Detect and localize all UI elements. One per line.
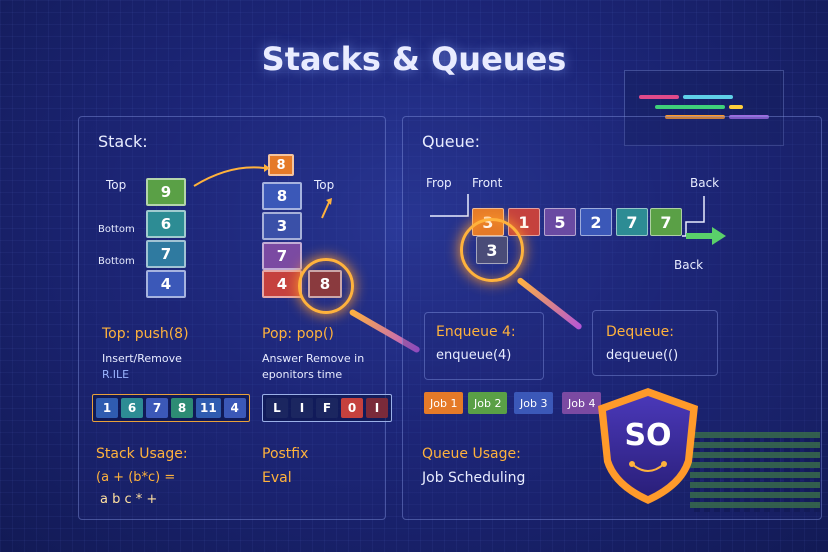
stack-usage-tokens: a b c * + xyxy=(100,492,158,507)
lifo-cell: I xyxy=(291,398,313,418)
push-sub: R.ILE xyxy=(102,368,130,381)
enqueue-code: enqueue(4) xyxy=(436,348,512,363)
job-chip: Job 3 xyxy=(514,392,554,414)
queue-item: 7 xyxy=(616,208,648,236)
push-desc: Insert/Remove xyxy=(102,352,182,365)
array-cell: 4 xyxy=(223,398,246,418)
arrow-up-icon xyxy=(321,198,332,219)
push-arrow-icon xyxy=(193,164,270,187)
job-chip: Job 4 xyxy=(562,392,602,414)
badge-shield-icon: SO xyxy=(592,384,704,508)
code-line xyxy=(665,115,725,119)
postfix-sub: Eval xyxy=(262,470,292,486)
bottom-label: Bottom xyxy=(98,256,135,267)
lifo-cell: 0 xyxy=(341,398,363,418)
enqueue-card xyxy=(424,312,544,380)
push-title: Top: push(8) xyxy=(102,326,189,342)
popped-item: 8 xyxy=(308,270,342,298)
lifo-row: L I F 0 I xyxy=(262,394,392,422)
lifo-cell: L xyxy=(266,398,288,418)
lifo-cell: I xyxy=(366,398,388,418)
queue-usage-title: Queue Usage: xyxy=(422,446,521,462)
back-pointer xyxy=(682,196,705,237)
queue-item: 5 xyxy=(544,208,576,236)
queue-item: 2 xyxy=(580,208,612,236)
stack-heading: Stack: xyxy=(98,132,148,151)
job-chip: Job 2 xyxy=(468,392,508,414)
job-chip: Job 1 xyxy=(424,392,464,414)
queue-item: 7 xyxy=(650,208,682,236)
top-label: Top xyxy=(314,178,335,192)
bottom-label: Bottom xyxy=(98,224,135,235)
front-pointer xyxy=(430,194,469,217)
pop-title: Pop: pop() xyxy=(262,326,334,342)
magnifier-icon xyxy=(460,218,524,282)
back-label: Back xyxy=(690,176,720,190)
array-cell: 11 xyxy=(196,398,221,418)
array-cell: 8 xyxy=(171,398,193,418)
array-cell: 7 xyxy=(146,398,168,418)
array-cell: 6 xyxy=(121,398,143,418)
stack-panel xyxy=(78,116,386,520)
code-line xyxy=(729,115,769,119)
lifo-cell: F xyxy=(316,398,338,418)
array-cell: 1 xyxy=(96,398,118,418)
queue-usage-sub: Job Scheduling xyxy=(422,470,526,486)
back-label: Back xyxy=(674,258,704,272)
queue-item: 1 xyxy=(508,208,540,236)
stack-item: 4 xyxy=(262,270,302,298)
front-label: Front xyxy=(472,176,503,190)
stack-usage-title: Stack Usage: xyxy=(96,446,188,462)
stack-item: 7 xyxy=(146,240,186,268)
array-row: 1 6 7 8 11 4 xyxy=(92,394,250,422)
code-line xyxy=(683,95,733,99)
stack-item: 7 xyxy=(262,242,302,270)
dequeue-card xyxy=(592,310,718,376)
code-line xyxy=(655,105,725,109)
top-label: Top xyxy=(106,178,127,192)
stack-item: 4 xyxy=(146,270,186,298)
stack-item: 6 xyxy=(146,210,186,238)
pop-desc: Answer Remove in xyxy=(262,352,365,365)
stack-item: 3 xyxy=(262,212,302,240)
code-line xyxy=(639,95,679,99)
magnifier-icon xyxy=(298,258,354,314)
pushed-item: 8 xyxy=(268,154,294,176)
pop-sub: eponitors time xyxy=(262,368,343,381)
code-snippet-graphic xyxy=(624,70,784,146)
code-line xyxy=(729,105,743,109)
decorative-grid xyxy=(690,432,820,512)
page-title: Stacks & Queues xyxy=(261,40,567,78)
enqueue-title: Enqueue 4: xyxy=(436,324,516,340)
stack-usage-expr: (a + (b*c) = xyxy=(96,470,176,485)
dequeue-code: dequeue(() xyxy=(606,348,679,363)
stack-item: 8 xyxy=(262,182,302,210)
badge-text: SO xyxy=(624,418,672,453)
dequeue-title: Dequeue: xyxy=(606,324,674,340)
postfix-title: Postfix xyxy=(262,446,309,462)
frop-label: Frop xyxy=(426,176,452,190)
magnified-item: 3 xyxy=(476,236,508,264)
queue-heading: Queue: xyxy=(422,132,480,151)
stack-item: 9 xyxy=(146,178,186,206)
arrow-right-icon xyxy=(686,227,726,245)
